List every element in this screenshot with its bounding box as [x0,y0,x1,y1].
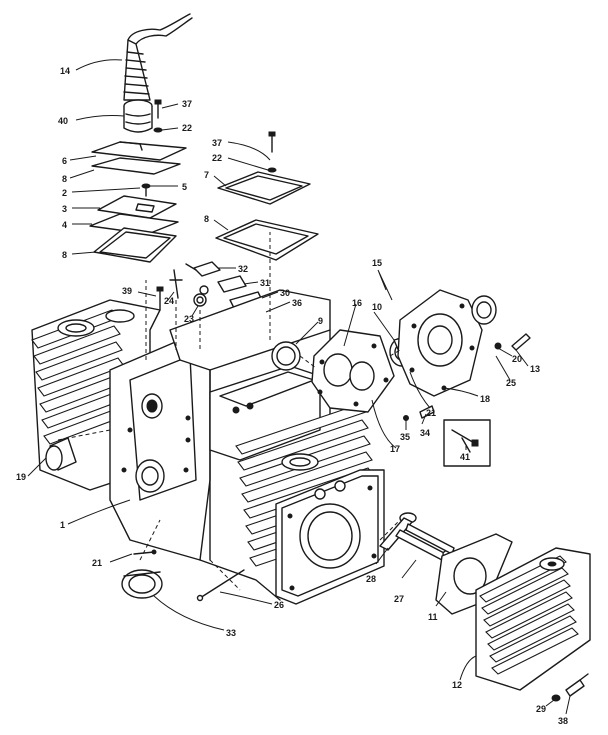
callout-39: 39 [122,286,132,296]
oil-seal-20 [471,295,497,325]
valve-cover-7 [217,171,311,205]
callout-41: 41 [460,452,470,462]
valve-stem-24 [169,269,183,299]
callout-9: 9 [318,316,323,326]
callout-31: 31 [260,278,270,288]
callout-22b: 22 [212,153,222,163]
callout-38: 38 [558,716,568,726]
callout-6: 6 [62,156,67,166]
callout-12: 12 [452,680,462,690]
gasket-8a [91,157,181,175]
callout-14: 14 [60,66,70,76]
callout-20: 20 [512,354,522,364]
callout-labels: 14 40 37 22 37 22 6 8 2 5 7 3 4 8 8 32 3… [16,66,568,726]
callout-16: 16 [352,298,362,308]
callout-2: 2 [62,188,67,198]
screw-13 [511,333,531,351]
callout-19: 19 [16,472,26,482]
callout-18: 18 [480,394,490,404]
filter-2-5 [141,183,151,197]
washer-25 [494,342,502,350]
callout-4: 4 [62,220,67,230]
callout-22a: 22 [182,123,192,133]
plug-19 [45,437,77,471]
seal-9 [271,341,301,371]
valve-guide-28 [379,512,417,551]
gasket-8b [93,227,177,263]
breather-cover-6 [91,141,187,161]
washer-22-top [153,127,163,133]
callout-30: 30 [280,288,290,298]
breather-body [123,99,153,133]
callout-27: 27 [394,594,404,604]
callout-11: 11 [428,612,438,622]
head-bolt-38 [565,673,589,697]
callout-3: 3 [62,204,67,214]
tappet-31 [199,275,247,295]
plate-3 [97,195,177,219]
callout-21a: 21 [426,408,436,418]
leader-lines [27,59,571,715]
callout-8b: 8 [62,250,67,260]
kit-41-box [443,419,491,467]
washer-22-right [267,167,277,173]
callout-23: 23 [184,314,194,324]
gasket-8c [215,219,319,261]
callout-36: 36 [292,298,302,308]
callout-1: 1 [60,520,65,530]
callout-32: 32 [238,264,248,274]
head-bolt-29 [551,694,561,702]
callout-5: 5 [182,182,187,192]
cylinder-head-12 [475,547,591,691]
callout-17: 17 [390,444,400,454]
callout-35: 35 [400,432,410,442]
flange-33 [121,569,163,599]
callout-25: 25 [506,378,516,388]
cylinder-head-face [275,469,385,605]
callout-28a: 28 [366,574,376,584]
callout-33: 33 [226,628,236,638]
head-fins [479,555,579,675]
callout-34: 34 [420,428,430,438]
screws-34-35 [403,405,435,421]
spring-23 [193,293,207,307]
callout-10: 10 [372,302,382,312]
tappet-32 [185,261,221,277]
breather-tube [123,13,193,101]
callout-29: 29 [536,704,546,714]
dipstick-26 [196,569,245,602]
callout-37a: 37 [182,99,192,109]
callout-24: 24 [164,296,174,306]
callout-37b: 37 [212,138,222,148]
callout-40: 40 [58,116,68,126]
callout-15: 15 [372,258,382,268]
callout-8c: 8 [204,214,209,224]
screw-37-top [154,99,162,119]
callout-21b: 21 [92,558,102,568]
callout-26: 26 [274,600,284,610]
bearing-plate-18 [397,289,483,397]
callout-8a: 8 [62,174,67,184]
screw-37-right [268,131,276,153]
pin-39 [156,286,164,311]
gasket-16 [311,329,395,413]
callout-7: 7 [204,170,209,180]
callout-13: 13 [530,364,540,374]
